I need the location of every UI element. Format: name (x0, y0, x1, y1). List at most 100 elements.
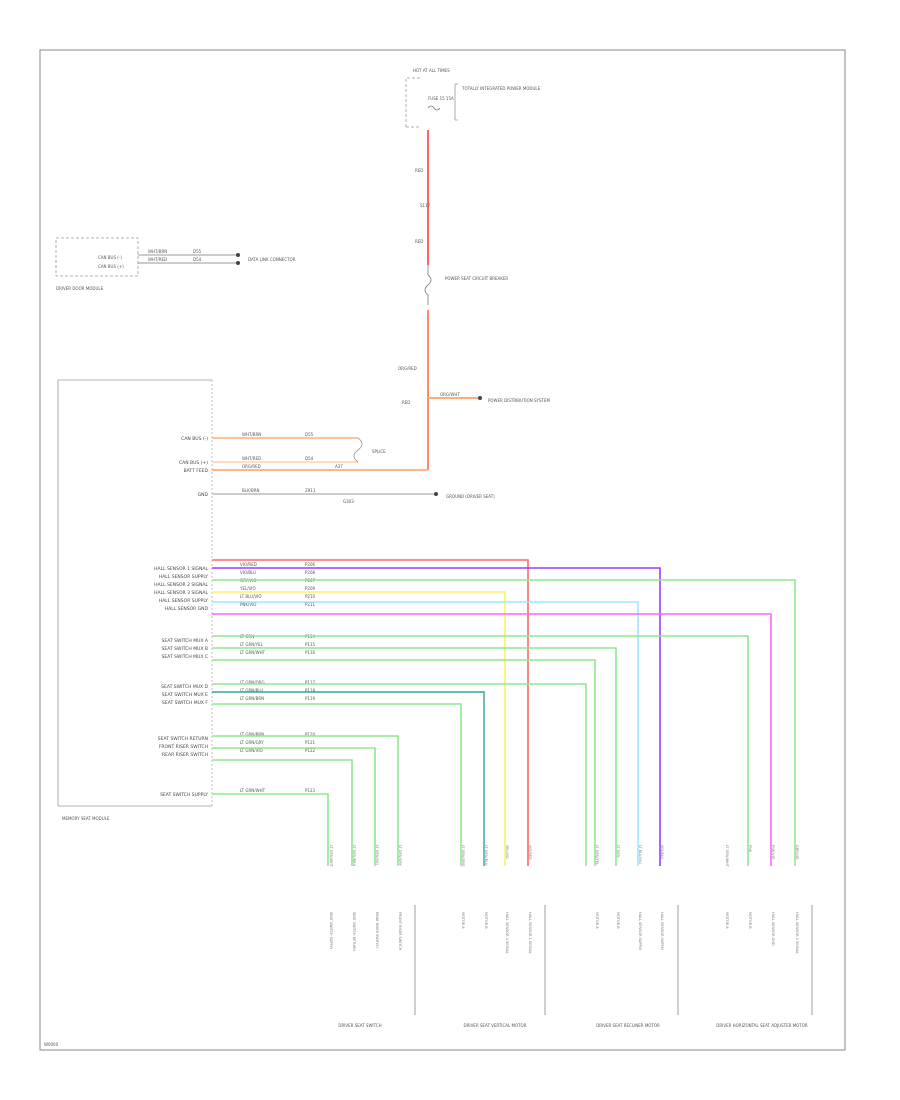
hall-label-3: HALL SENSOR 2 SIGNAL (154, 582, 208, 588)
group4-wire-1: LT GRN/WHT (725, 845, 729, 868)
wire-hall-4-yellow (212, 591, 506, 866)
group1-wire-4: LT GRN/GRY (398, 845, 402, 867)
power-circuit-1: D55 (305, 432, 314, 437)
group3-label-3: HALL SENSOR SUPPLY (638, 912, 642, 951)
hall-circuit-4: P209 (305, 586, 316, 591)
switch-b-circuit-2: P118 (305, 688, 316, 693)
door-circuit-1: D55 (193, 249, 202, 254)
fuse-label: FUSE 15 15A (428, 96, 454, 101)
switch-a-circuit-3: P116 (305, 650, 316, 655)
group1-label-4: FRONT RISER SWITCH (398, 912, 402, 951)
group2-wire-1: LT GRN/ORG (461, 845, 465, 867)
orange-label: ORG/WHT (440, 392, 460, 397)
power-label-2: CAN BUS (+) (179, 460, 208, 466)
ground-circuit: Z911 (305, 488, 316, 493)
hall-label-2: HALL SENSOR SUPPLY (159, 574, 208, 580)
hall-label-4: HALL SENSOR 3 SIGNAL (154, 590, 208, 596)
group3-label-4: HALL SENSOR SUPPLY (660, 912, 664, 951)
group4-label-2: MOTOR B (748, 912, 752, 929)
wire-sw-c-2 (212, 747, 376, 866)
group4-wire-2: PNK (748, 845, 752, 853)
wire-sw-b-1 (212, 683, 587, 866)
door-pin-2: CAN BUS (+) (98, 264, 124, 269)
bottom-group-2: LT GRN/ORG LT GRN/BLU YEL/VIO VIO/RED MO… (461, 845, 546, 1028)
branch-arrow (478, 396, 482, 400)
wire-sw-a-3 (212, 659, 596, 866)
fuse-box-bracket (454, 83, 458, 121)
hall-label-5: HALL SENSOR SUPPLY (159, 598, 208, 604)
group1-wire-1: LT GRN/WHT (329, 845, 333, 868)
splice-label: S117 (420, 203, 431, 208)
group3-wire-3: LT BLU/VIO (638, 845, 642, 864)
hall-circuit-1: P206 (305, 562, 316, 567)
switch-b-label-2: SEAT SWITCH MUX E (162, 692, 208, 698)
switch-b-wire-2: LT GRN/BLU (240, 688, 263, 693)
switch-c-label-3: REAR RISER SWITCH (162, 752, 208, 758)
wire-sw-b-2 (212, 691, 485, 866)
group2-label-3: HALL SENSOR 3 SIGNAL (505, 912, 509, 954)
group4-wire-3: PNK/VIO (771, 845, 775, 860)
splice-label: SPLICE (372, 449, 386, 454)
diagram-code: W0000 (44, 1042, 59, 1047)
group1-wire-3: LT GRN/VIO (375, 845, 379, 865)
wire-sw-c-3 (212, 759, 353, 866)
group1-wire-2: LT GRN/BRN (352, 845, 356, 866)
breaker-label: POWER SEAT CIRCUIT BREAKER (445, 276, 508, 281)
ground-arrow (434, 492, 438, 496)
group1-label-1: SEAT SWITCH SUPPLY (329, 912, 333, 950)
hall-label-6: HALL SENSOR GND (165, 606, 209, 612)
wire-hall-1-red (212, 559, 529, 866)
switch-a-wire-3: LT GRN/WHT (240, 650, 266, 655)
top-feed: HOT AT ALL TIMES TOTALLY INTEGRATED POWE… (398, 68, 550, 470)
door-pin-1: CAN BUS (-) (98, 255, 122, 260)
switch-c-circuit-3: P122 (305, 748, 316, 753)
switch-b-wire-3: LT GRN/BRN (240, 696, 264, 701)
wire-d-label: RED (402, 400, 410, 405)
hall-wire-2: VIO/BLU (240, 570, 256, 575)
wire-hall-3-green (212, 579, 796, 866)
memory-module-outline (57, 379, 212, 807)
door-circuit-2: D54 (193, 257, 202, 262)
wire-sw-a-1 (212, 635, 749, 866)
memory-seat-module: MEMORY SEAT MODULE SPLICE CAN BUS (-) CA… (57, 379, 495, 821)
group1-label-3: REAR RISER SWITCH (375, 912, 379, 948)
power-wire-1: WHT/BRN (242, 432, 261, 437)
group2-wire-4: VIO/RED (528, 845, 532, 860)
wire-sw-c-1 (212, 735, 399, 866)
group4-name: DRIVER HORIZONTAL SEAT ADJUSTER MOTOR (716, 1023, 808, 1028)
wire-hall-2-purple (212, 567, 661, 866)
group4-label-1: MOTOR A (725, 912, 729, 929)
power-label-3: BATT FEED (184, 468, 209, 474)
group2-label-1: MOTOR A (461, 912, 465, 929)
wire-harness (212, 559, 796, 866)
power-label-1: CAN BUS (-) (181, 436, 208, 442)
switch-c-wire-1: LT GRN/BRN (240, 732, 264, 737)
group3-wire-4: VIO/BLU (660, 845, 664, 860)
switch-a-circuit-2: P115 (305, 642, 316, 647)
hall-wire-5: LT BLU/VIO (240, 594, 262, 599)
bottom-group-3: LT GRN/YEL LT GRN LT BLU/VIO VIO/BLU MOT… (595, 845, 679, 1028)
power-wire-3: ORG/RED (242, 464, 261, 469)
switch-c-label-1: SEAT SWITCH RETURN (158, 736, 208, 742)
hall-circuit-6: P211 (305, 602, 316, 607)
group3-wire-1: LT GRN/YEL (595, 845, 599, 865)
switch-c-wire-2: LT GRN/GRY (240, 740, 264, 745)
switch-a-label-2: SEAT SWITCH MUX B (162, 646, 208, 652)
switch-d-label-1: SEAT SWITCH SUPPLY (160, 792, 208, 798)
bottom-group-1: LT GRN/WHT LT GRN/BRN LT GRN/VIO LT GRN/… (329, 845, 416, 1028)
switch-d-wire-1: LT GRN/WHT (240, 788, 266, 793)
door-module-box (55, 237, 139, 277)
bottom-group-4: LT GRN/WHT PNK PNK/VIO GRY/VIO MOTOR A M… (716, 845, 813, 1028)
hall-label-1: HALL SENSOR 1 SIGNAL (154, 566, 208, 572)
power-wire-2: WHT/RED (242, 456, 261, 461)
driver-door-module: CAN BUS (-) CAN BUS (+) WHT/BRN WHT/RED … (55, 237, 296, 291)
ground-pin-label: GND (198, 492, 209, 498)
wire-hall-5-cyan (212, 601, 639, 866)
ground-conn: G303 (343, 499, 354, 504)
wire-b-label: RED (415, 239, 423, 244)
door-dest-label: DATA LINK CONNECTOR (248, 257, 296, 262)
switch-b-circuit-1: P117 (305, 680, 316, 685)
bottom-components: LT GRN/WHT LT GRN/BRN LT GRN/VIO LT GRN/… (329, 845, 813, 1028)
hall-wire-6: PNK/VIO (240, 602, 256, 607)
